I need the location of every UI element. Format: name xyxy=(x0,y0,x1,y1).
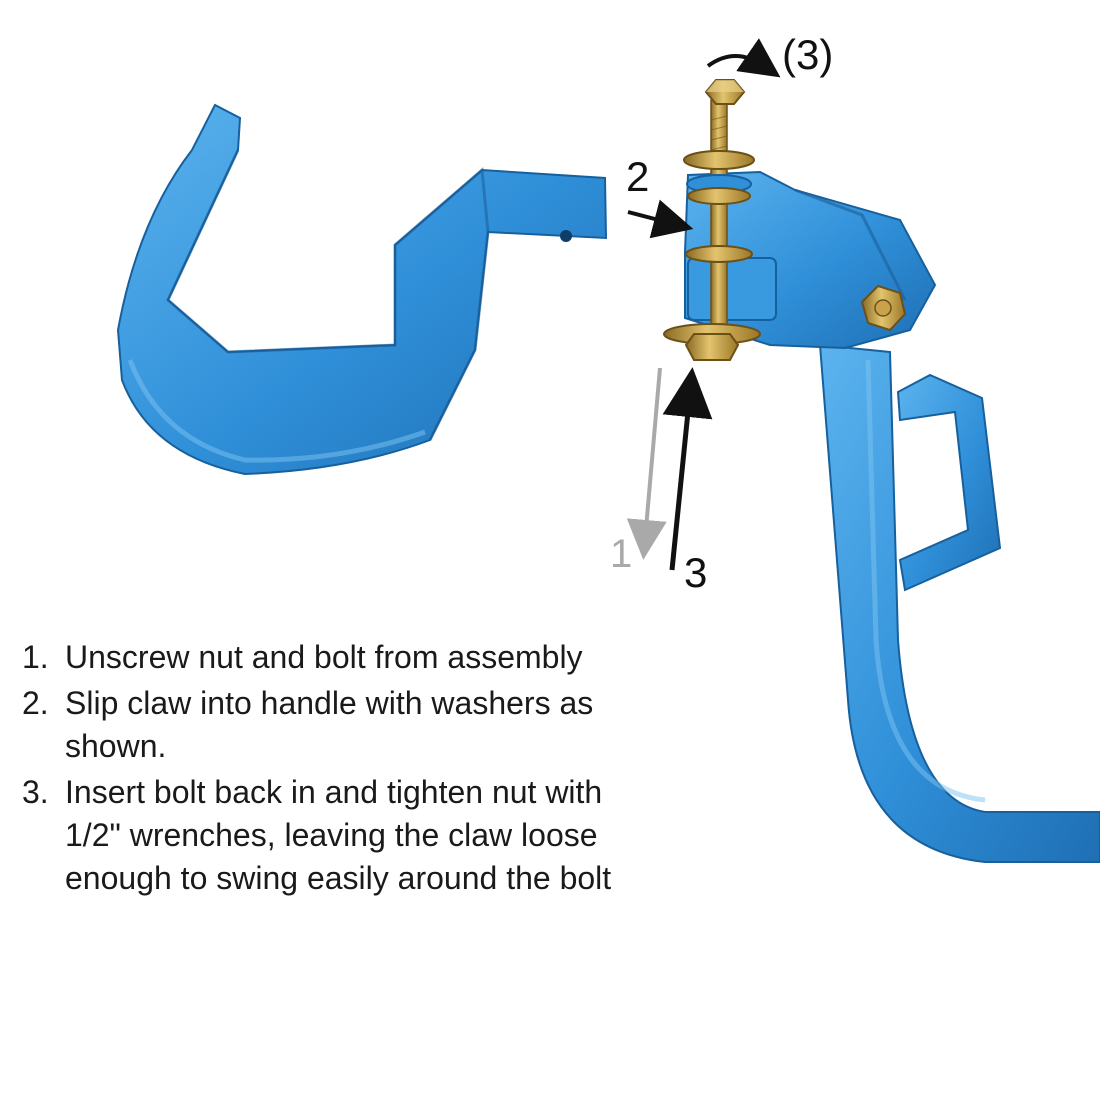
insert-bolt-arrow-icon xyxy=(662,367,713,571)
claw-part xyxy=(116,103,608,476)
instruction-list: 1. Unscrew nut and bolt from assembly 2.… xyxy=(22,636,642,903)
handle-part xyxy=(684,170,1100,863)
instruction-step: 2. Slip claw into handle with washers as… xyxy=(22,682,642,768)
washer-arrow-icon xyxy=(627,199,694,239)
washer-top xyxy=(683,150,755,170)
claw-bolt-hole-icon xyxy=(560,230,572,242)
washers-callout: 2 xyxy=(626,153,650,200)
step-text: Slip claw into handle with washers as sh… xyxy=(65,685,594,764)
pivot-bolt-icon xyxy=(860,284,907,332)
step-number: 1. xyxy=(22,639,49,675)
remove-bolt-arrow-icon xyxy=(626,367,667,560)
rotate-arrow-icon xyxy=(706,38,781,78)
top-nut-icon xyxy=(704,79,746,105)
instruction-step: 1. Unscrew nut and bolt from assembly xyxy=(22,636,642,679)
foot-pedal xyxy=(896,373,1002,592)
washer-mid-upper xyxy=(687,187,751,205)
rotate-callout: (3) xyxy=(782,31,834,78)
remove-callout: 1 xyxy=(610,532,633,576)
washer-mid-lower xyxy=(685,245,753,263)
insert-callout: 3 xyxy=(684,549,708,596)
step-number: 2. xyxy=(22,685,49,721)
bottom-nut-icon xyxy=(684,333,740,361)
instruction-step: 3. Insert bolt back in and tighten nut w… xyxy=(22,771,642,900)
step-text: Unscrew nut and bolt from assembly xyxy=(65,639,583,675)
step-text: Insert bolt back in and tighten nut with… xyxy=(65,774,612,896)
step-number: 3. xyxy=(22,774,49,810)
bolt-assembly xyxy=(663,79,761,361)
